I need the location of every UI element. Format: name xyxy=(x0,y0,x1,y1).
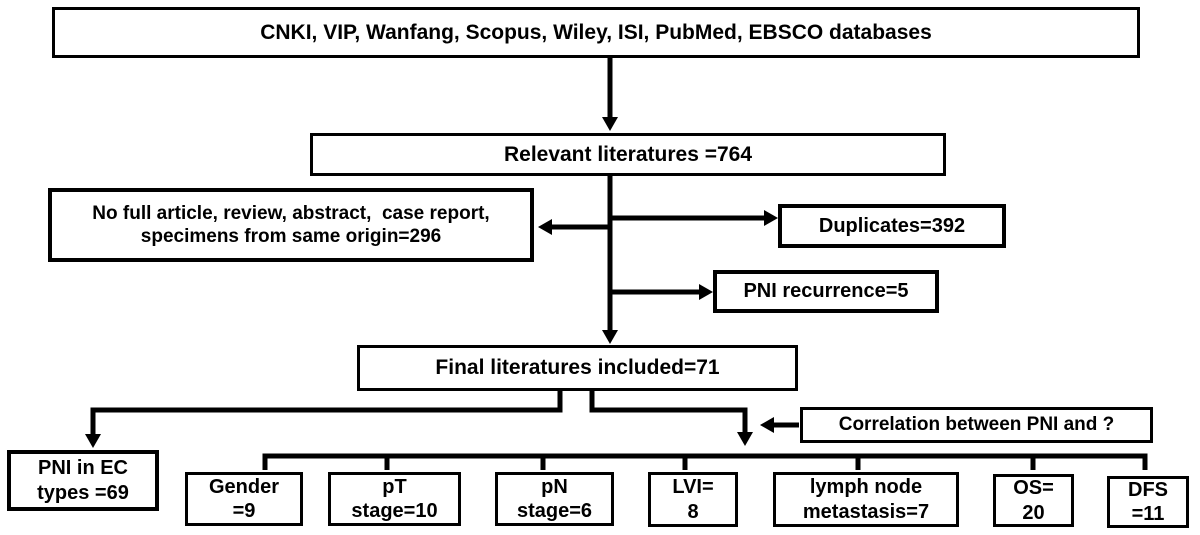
arrowhead-right-duplicates xyxy=(764,210,778,226)
duplicates-label: Duplicates=392 xyxy=(818,214,966,237)
databases-label: CNKI, VIP, Wanfang, Scopus, Wiley, ISI, … xyxy=(260,20,932,44)
pn-line2: stage=6 xyxy=(516,500,593,522)
arrowhead-down-pni-ec xyxy=(85,434,101,448)
pt-line2: stage=10 xyxy=(351,500,438,522)
os-line1: OS= xyxy=(1013,477,1054,500)
lvi-line1: LVI= xyxy=(672,476,714,499)
relevant-literatures-label: Relevant literatures =764 xyxy=(503,142,753,166)
pt-line1: pT xyxy=(382,475,407,498)
final-literatures-label: Final literatures included=71 xyxy=(435,356,720,380)
duplicates-box: Duplicates=392 xyxy=(778,204,1006,248)
line-final-to-correlation-branch xyxy=(589,391,748,434)
gender-line1: Gender xyxy=(208,475,280,498)
arrowhead-right-pni-recurrence xyxy=(699,284,713,300)
lymph-line1: lymph node xyxy=(809,476,923,499)
arrowhead-down-final xyxy=(602,330,618,344)
pni-in-ec-types-box: PNI in EC types =69 xyxy=(7,450,159,511)
pni-recurrence-box: PNI recurrence=5 xyxy=(713,270,939,313)
outcome-box-pt-stage: pT stage=10 xyxy=(328,472,461,526)
line-outcome-rail xyxy=(262,453,1148,470)
outcome-box-dfs: DFS =11 xyxy=(1107,476,1189,528)
outcome-box-pn-stage: pN stage=6 xyxy=(495,472,614,526)
final-literatures-box: Final literatures included=71 xyxy=(357,345,798,391)
lymph-line2: metastasis=7 xyxy=(802,500,930,523)
line-final-to-pni-ec xyxy=(90,391,563,436)
gender-line2: =9 xyxy=(232,500,256,522)
arrowhead-down-relevant xyxy=(602,117,618,131)
pni-recurrence-label: PNI recurrence=5 xyxy=(743,280,909,303)
excluded-line2: specimens from same origin=296 xyxy=(140,226,442,247)
dfs-line2: =11 xyxy=(1131,503,1165,525)
outcome-box-lymph-node-metastasis: lymph node metastasis=7 xyxy=(773,472,959,527)
arrowhead-down-correlation-branch xyxy=(737,432,753,446)
relevant-literatures-box: Relevant literatures =764 xyxy=(310,133,946,176)
databases-box: CNKI, VIP, Wanfang, Scopus, Wiley, ISI, … xyxy=(52,7,1140,58)
correlation-question-box: Correlation between PNI and ? xyxy=(800,407,1153,443)
outcome-box-os: OS= 20 xyxy=(993,474,1074,527)
pn-line1: pN xyxy=(541,475,568,498)
pni-in-ec-line1: PNI in EC xyxy=(37,457,128,480)
correlation-label: Correlation between PNI and ? xyxy=(838,414,1115,436)
os-line2: 20 xyxy=(1022,501,1045,524)
lvi-line2: 8 xyxy=(687,500,699,523)
outcome-box-gender: Gender =9 xyxy=(185,472,303,526)
outcome-box-lvi: LVI= 8 xyxy=(648,472,738,527)
dfs-line1: DFS xyxy=(1128,478,1168,501)
excluded-reasons-box: No full article, review, abstract, case … xyxy=(48,188,534,262)
arrowhead-left-correlation xyxy=(760,417,774,433)
excluded-line1: No full article, review, abstract, case … xyxy=(92,202,490,224)
pni-in-ec-line2: types =69 xyxy=(37,481,129,504)
arrowhead-left-excluded xyxy=(538,219,552,235)
